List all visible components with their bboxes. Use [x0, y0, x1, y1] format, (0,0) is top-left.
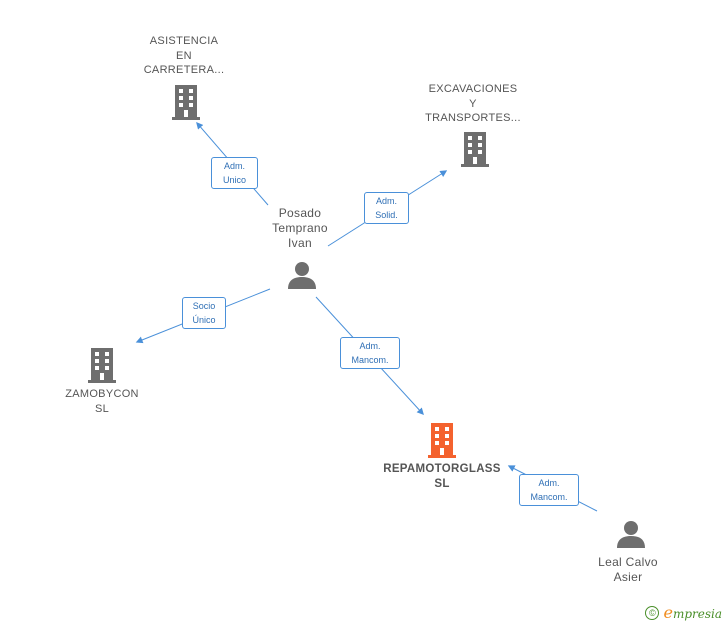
company-label-excavaciones[interactable]: EXCAVACIONES Y TRANSPORTES... — [413, 82, 533, 126]
company-name-line: SL — [434, 477, 450, 490]
brand-logo: empresia — [663, 603, 722, 622]
relation-box-posado-excavaciones[interactable]: Adm. Solid. — [364, 192, 409, 224]
relation-box-posado-zamobycon[interactable]: Socio Único — [182, 297, 226, 329]
relation-line: Adm. — [375, 196, 397, 206]
relation-box-posado-repamotorglass[interactable]: Adm. Mancom. — [340, 337, 400, 369]
person-name-line: Temprano — [272, 221, 328, 235]
company-name-line: CARRETERA... — [143, 64, 225, 76]
company-name-line: EXCAVACIONES — [428, 83, 518, 95]
company-name-line: EN — [176, 49, 192, 62]
brand-watermark: © empresia — [645, 603, 722, 622]
relation-line: Solid. — [375, 210, 398, 220]
building-icon[interactable] — [459, 131, 491, 167]
person-label-leal[interactable]: Leal Calvo Asier — [578, 555, 678, 585]
person-label-posado[interactable]: Posado Temprano Ivan — [250, 206, 350, 251]
building-icon[interactable] — [86, 347, 118, 383]
company-name-line: SL — [94, 402, 110, 415]
company-label-zamobycon[interactable]: ZAMOBYCON SL — [42, 387, 162, 416]
company-label-asistencia[interactable]: ASISTENCIA EN CARRETERA... — [124, 34, 244, 78]
person-name-line: Ivan — [288, 236, 312, 250]
relation-line: Mancom. — [351, 355, 389, 365]
relation-line: Adm. — [359, 341, 381, 351]
company-name-line: Y — [469, 97, 477, 110]
building-icon[interactable] — [170, 84, 202, 120]
company-label-repamotorglass[interactable]: REPAMOTORGLASS SL — [367, 462, 517, 491]
person-icon[interactable] — [616, 519, 646, 549]
relation-line: Socio — [192, 301, 216, 311]
person-name-line: Asier — [613, 570, 643, 584]
relation-line: Adm. — [223, 161, 245, 171]
relation-line: Unico — [222, 175, 246, 185]
company-name-line: REPAMOTORGLASS — [383, 463, 501, 475]
person-name-line: Leal Calvo — [598, 555, 658, 569]
company-name-line: TRANSPORTES... — [425, 112, 521, 124]
relation-line: Adm. — [538, 478, 560, 488]
company-name-line: ZAMOBYCON — [65, 388, 139, 400]
person-name-line: Posado — [278, 206, 322, 220]
company-name-line: ASISTENCIA — [149, 35, 219, 47]
building-icon-highlighted[interactable] — [426, 422, 458, 458]
relation-box-leal-repamotorglass[interactable]: Adm. Mancom. — [519, 474, 579, 506]
relation-line: Único — [192, 315, 216, 325]
relation-line: Mancom. — [530, 492, 568, 502]
copyright-icon: © — [645, 605, 660, 620]
person-icon[interactable] — [287, 260, 317, 290]
relation-box-posado-asistencia[interactable]: Adm. Unico — [211, 157, 258, 189]
